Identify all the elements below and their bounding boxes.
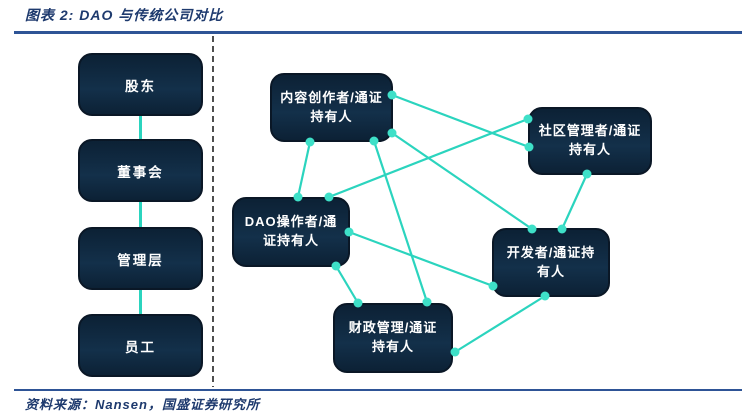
link-content-creators--community-managers bbox=[391, 93, 530, 149]
node-content-creators: 内容创作者/通证 持有人 bbox=[270, 73, 393, 142]
top-rule bbox=[14, 31, 742, 34]
node-dao-operators: DAO操作者/通 证持有人 bbox=[232, 197, 350, 267]
node-employees: 员工 bbox=[78, 314, 203, 377]
node-treasury: 财政管理/通证 持有人 bbox=[333, 303, 453, 373]
chain-connector bbox=[139, 116, 142, 139]
link-content-creators--dao-operators bbox=[296, 141, 312, 198]
node-community-managers: 社区管理者/通证 持有人 bbox=[528, 107, 652, 175]
node-developers: 开发者/通证持有人 bbox=[492, 228, 610, 297]
dashed-divider bbox=[212, 36, 214, 387]
chain-connector bbox=[139, 202, 142, 227]
node-board: 董事会 bbox=[78, 139, 203, 202]
link-community-managers--developers bbox=[560, 173, 589, 230]
link-treasury--developers bbox=[454, 295, 546, 353]
node-shareholders: 股东 bbox=[78, 53, 203, 116]
link-content-creators--treasury bbox=[372, 140, 429, 303]
link-dao-operators--developers bbox=[348, 230, 494, 288]
chain-connector bbox=[139, 290, 142, 314]
link-dao-operators--treasury bbox=[335, 265, 359, 304]
node-management: 管理层 bbox=[78, 227, 203, 290]
figure-title: 图表 2: DAO 与传统公司对比 bbox=[25, 7, 224, 23]
source-note: 资料来源：Nansen，国盛证券研究所 bbox=[25, 397, 260, 412]
bottom-rule bbox=[14, 389, 742, 391]
link-content-creators--developers bbox=[391, 132, 533, 230]
